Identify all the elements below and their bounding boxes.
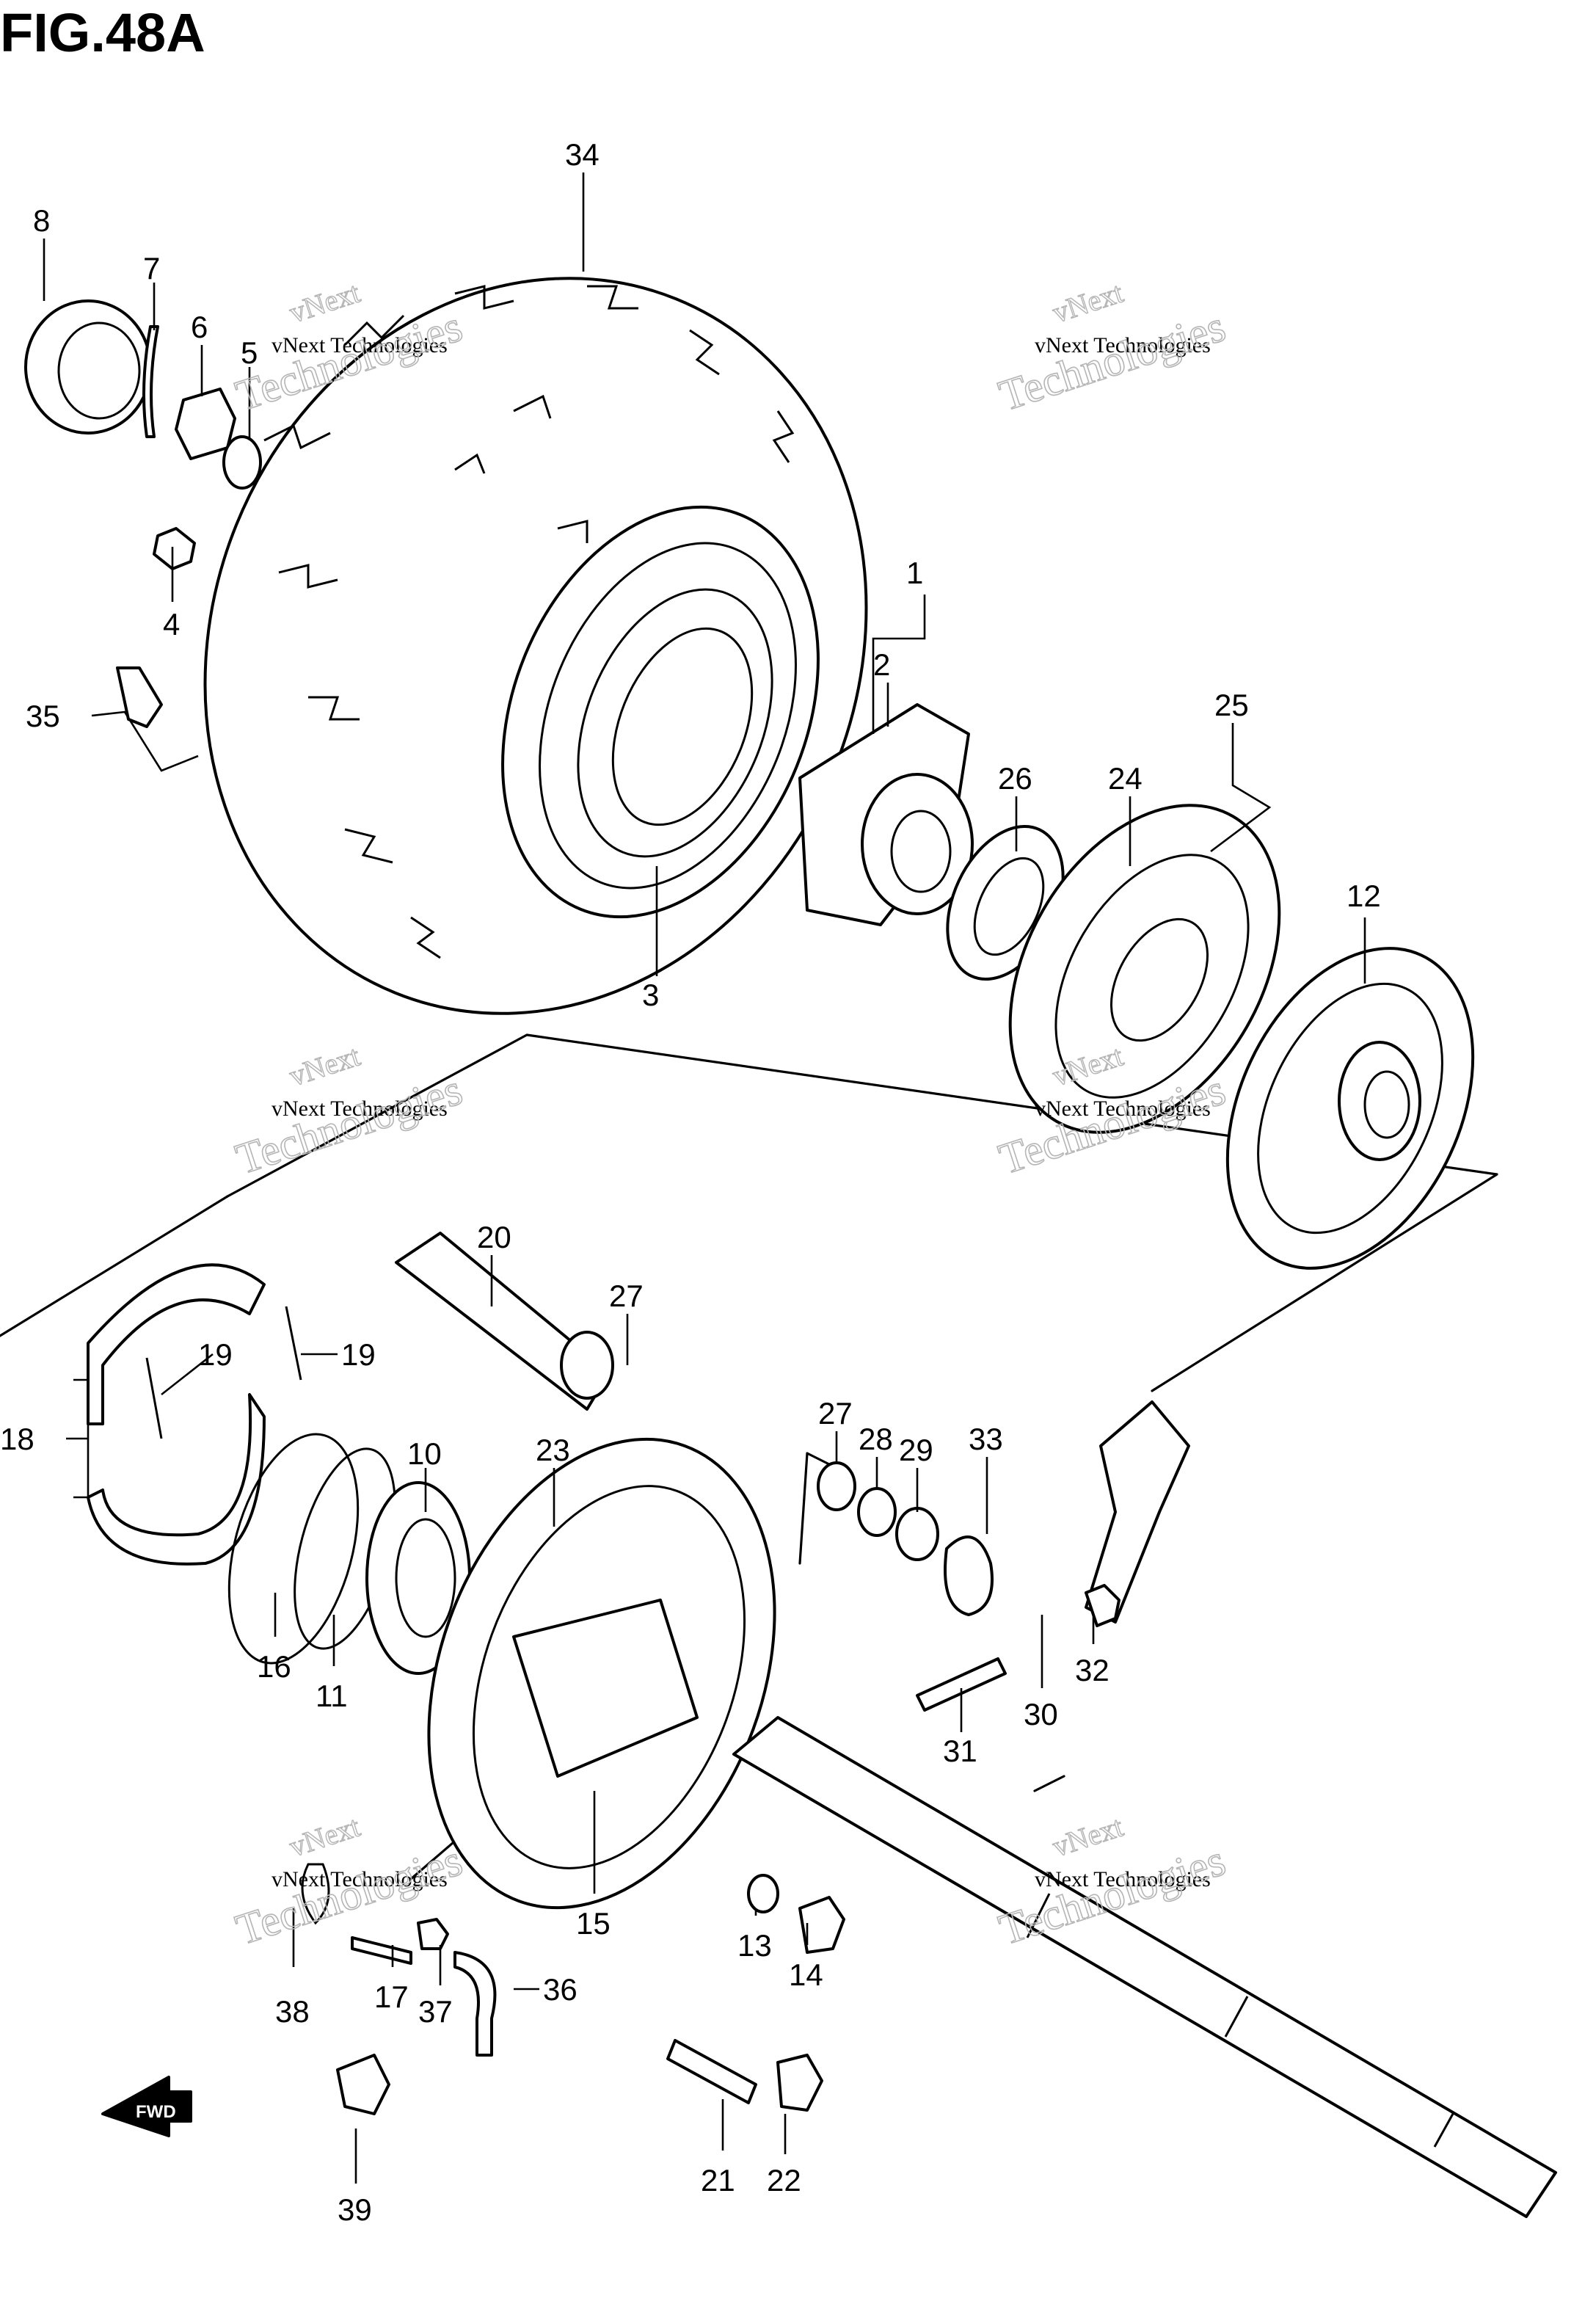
svg-text:vNext Technologies: vNext Technologies	[272, 1097, 448, 1121]
seal-and-drum-cover	[946, 804, 1281, 1134]
svg-text:vNext: vNext	[1049, 276, 1127, 330]
figure-title: FIG.48A	[0, 2, 205, 63]
callout-3: 3	[642, 978, 659, 1012]
callout-7: 7	[143, 251, 160, 286]
callout-10: 10	[407, 1436, 442, 1471]
callout-24: 24	[1108, 761, 1143, 796]
callout-30: 30	[1024, 1697, 1058, 1731]
callout-13: 13	[737, 1928, 772, 1963]
callout-18: 18	[0, 1422, 34, 1456]
callout-19a: 19	[198, 1337, 233, 1372]
callout-31: 31	[943, 1734, 977, 1768]
callout-33: 33	[969, 1422, 1003, 1456]
wheel-hub	[798, 703, 974, 926]
callout-16: 16	[257, 1649, 291, 1684]
fwd-label: FWD	[136, 2102, 176, 2122]
svg-text:vNext Technologies: vNext Technologies	[1035, 1097, 1211, 1121]
callout-26: 26	[998, 761, 1032, 796]
callout-27a: 27	[609, 1279, 644, 1313]
callout-35: 35	[26, 699, 60, 733]
svg-text:Technologies: Technologies	[994, 302, 1231, 420]
svg-text:vNext: vNext	[1049, 1810, 1127, 1864]
brake-drum	[1225, 947, 1475, 1270]
svg-text:vNext Technologies: vNext Technologies	[1035, 333, 1211, 357]
watermark-2: vNext vNext Technologies Technologies	[993, 275, 1231, 421]
callout-15: 15	[576, 1906, 611, 1941]
callout-21: 21	[701, 2163, 735, 2198]
svg-text:vNext: vNext	[285, 1810, 364, 1864]
callout-14: 14	[789, 1957, 823, 1992]
callout-22: 22	[767, 2163, 801, 2198]
callout-6: 6	[191, 310, 208, 344]
svg-text:Technologies: Technologies	[230, 1065, 468, 1183]
brake-shoes	[87, 1263, 302, 1566]
brake-camshaft	[395, 1232, 614, 1411]
callout-8: 8	[33, 203, 50, 238]
callout-20: 20	[477, 1220, 511, 1254]
callout-12: 12	[1347, 879, 1381, 913]
callout-11: 11	[316, 1679, 348, 1713]
callout-36: 36	[543, 1972, 577, 2007]
callout-17: 17	[374, 1980, 409, 2014]
hub-cap-and-nuts	[24, 299, 262, 728]
brake-panel	[427, 1437, 776, 1910]
callout-39: 39	[338, 2192, 372, 2227]
callout-5: 5	[241, 335, 258, 370]
forward-direction-arrow: FWD	[101, 2076, 192, 2137]
svg-text:vNext Technologies: vNext Technologies	[272, 333, 448, 357]
callout-labels: 1 2 3 4 5 6 7 8 10 11 12 13 14 15 16 17 …	[0, 137, 1381, 2227]
callout-19b: 19	[341, 1337, 376, 1372]
callout-37: 37	[418, 1994, 453, 2029]
callout-28: 28	[859, 1422, 893, 1456]
rear-axle	[732, 1716, 1557, 2218]
bottom-fasteners	[301, 1863, 845, 2115]
callout-1: 1	[906, 556, 923, 590]
callout-4: 4	[163, 607, 180, 641]
tire	[203, 277, 868, 1015]
svg-text:vNext: vNext	[285, 1039, 364, 1093]
callout-2: 2	[873, 647, 890, 682]
svg-text:vNext: vNext	[285, 276, 364, 330]
bearing-and-rings	[227, 1433, 471, 1675]
callout-25: 25	[1214, 688, 1249, 722]
svg-text:vNext Technologies: vNext Technologies	[272, 1867, 448, 1891]
callout-38: 38	[275, 1994, 310, 2029]
callout-23: 23	[536, 1433, 570, 1467]
brake-arm-assembly	[817, 1400, 1190, 1712]
svg-text:vNext Technologies: vNext Technologies	[1035, 1867, 1211, 1891]
callout-34: 34	[565, 137, 600, 172]
callout-27b: 27	[818, 1396, 853, 1431]
callout-29: 29	[899, 1433, 933, 1467]
watermark-3: vNext vNext Technologies Technologies	[230, 1039, 468, 1184]
callout-32: 32	[1075, 1653, 1109, 1687]
leader-lines	[43, 172, 1366, 2184]
